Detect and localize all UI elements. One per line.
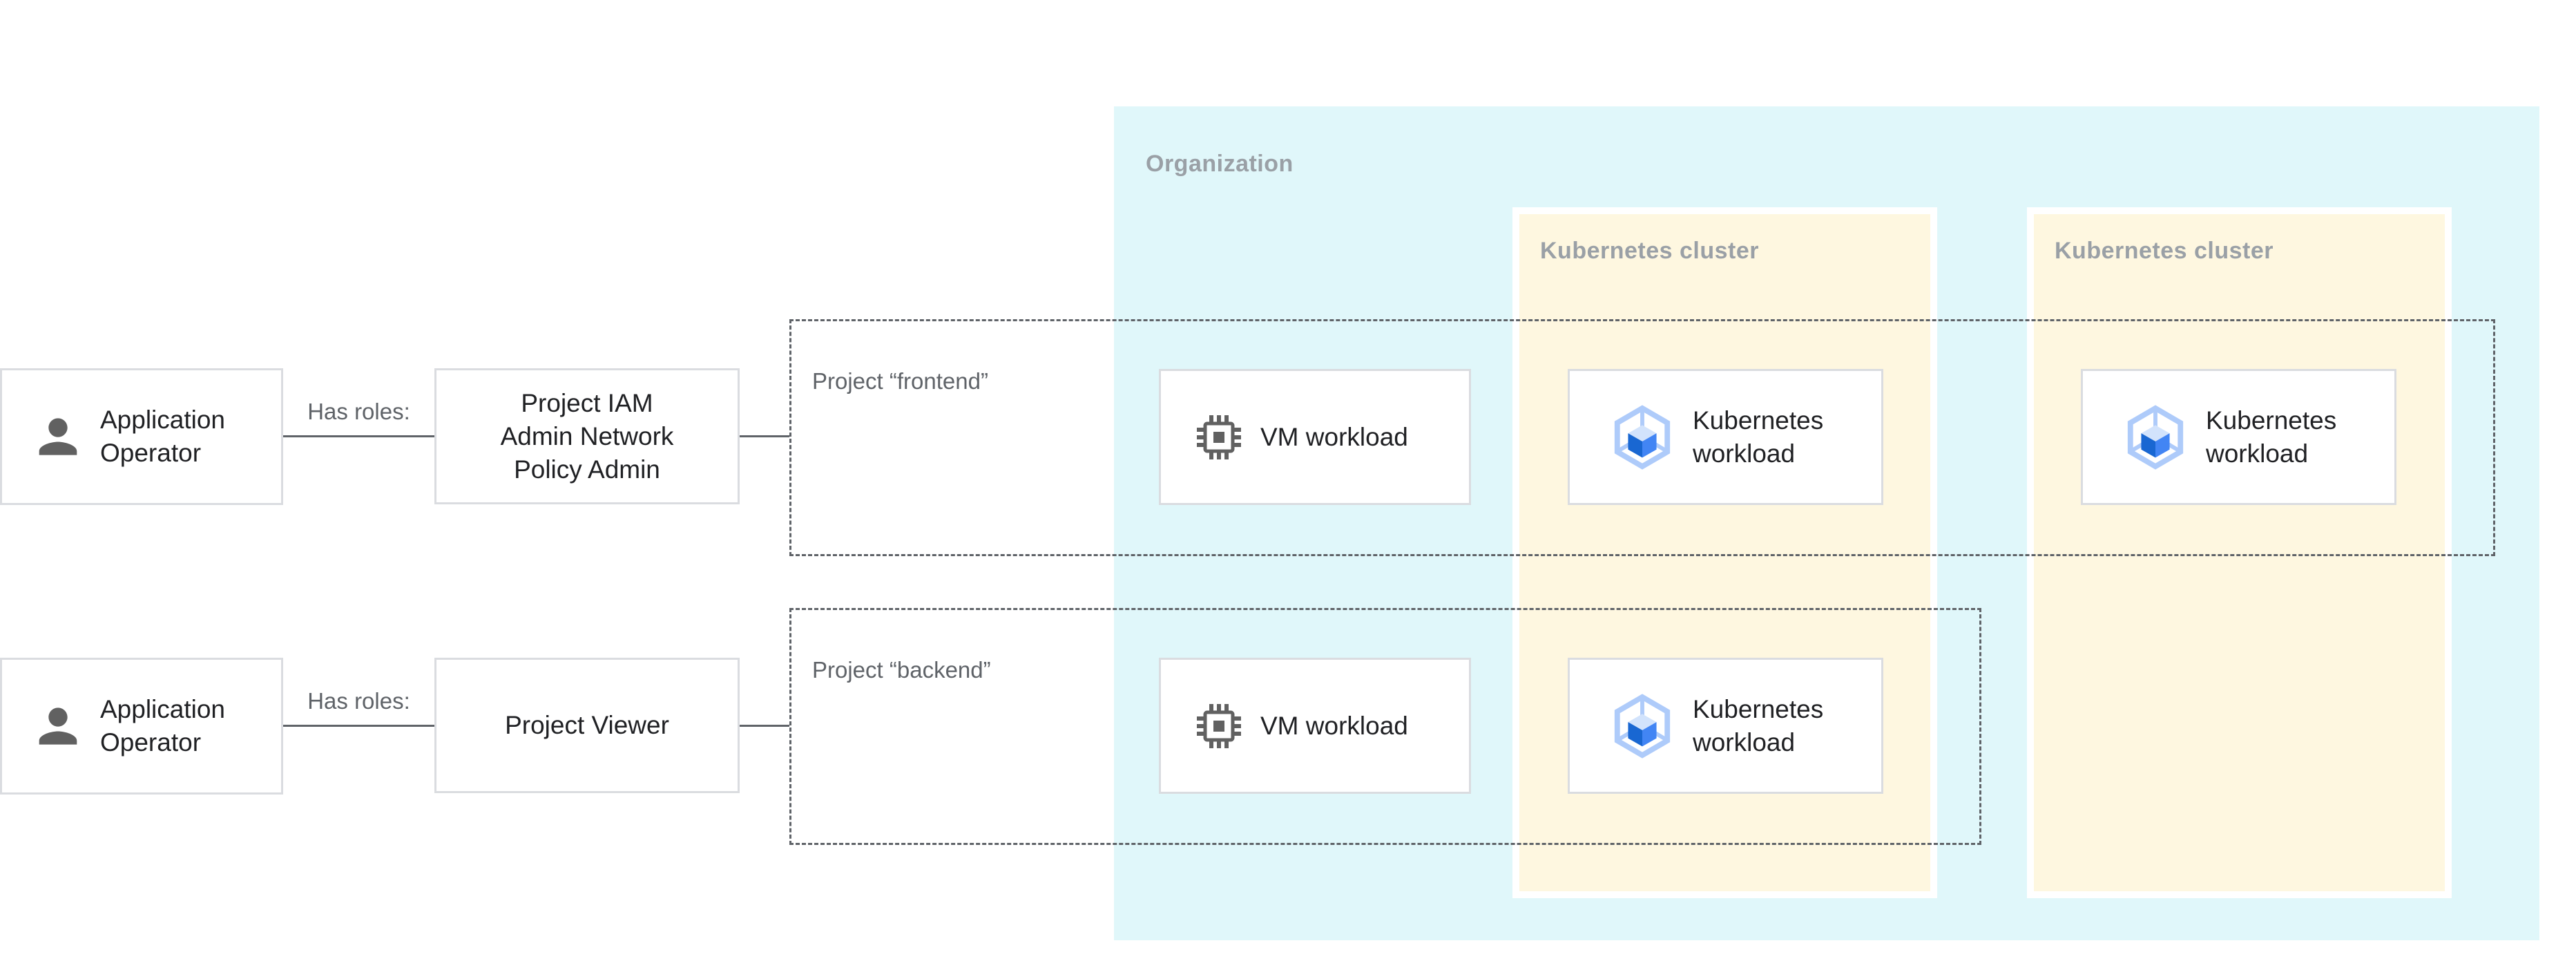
role-label-1: Project IAM Admin Network Policy Admin [501,387,674,486]
vm-workload-label-backend: VM workload [1260,711,1408,740]
application-operator-node-1: Application Operator [0,368,283,505]
vm-chip-icon [1197,703,1241,748]
connector-operator2-to-role2 [283,725,434,727]
vm-workload-node-frontend: VM workload [1159,369,1471,505]
role-node-project-viewer: Project Viewer [434,658,740,793]
has-roles-label-1: Has roles: [307,399,410,424]
person-icon [39,707,77,745]
role-2-line-1: Project Viewer [505,711,669,739]
kubernetes-workload-icon [1614,693,1671,759]
vm-workload-label-frontend: VM workload [1260,422,1408,451]
k8s-workload-label-frontend-cluster1: Kubernetes workload [1693,406,1824,468]
project-backend-label: Project “backend” [812,657,991,683]
role-1-line-2: Admin Network [500,421,674,450]
project-backend-boundary: Project “backend” [789,608,1981,845]
role-node-project-iam-admin: Project IAM Admin Network Policy Admin [434,368,740,504]
kubernetes-cluster-2: Kubernetes cluster [2027,207,2452,898]
k8s-workload-node-frontend-cluster2: Kubernetes workload [2081,369,2396,505]
k8s-workload-node-frontend-cluster1: Kubernetes workload [1568,369,1883,505]
connector-operator1-to-role1 [283,435,434,437]
role-label-2: Project Viewer [505,709,669,742]
k8s-workload-label-frontend-cluster2: Kubernetes workload [2206,406,2337,468]
vm-chip-icon [1197,415,1241,459]
k8s-workload-label-backend-cluster1: Kubernetes workload [1693,694,1824,757]
role-1-line-1: Project IAM [521,388,653,417]
vm-workload-node-backend: VM workload [1159,658,1471,794]
kubernetes-cluster-1-label: Kubernetes cluster [1540,238,1759,264]
has-roles-label-2: Has roles: [307,688,410,714]
connector-role2-to-project-backend [740,725,789,727]
application-operator-label-1: Application Operator [100,406,226,467]
application-operator-label-2: Application Operator [100,695,226,757]
project-frontend-boundary: Project “frontend” [789,319,2495,556]
connector-role1-to-project-frontend [740,435,789,437]
application-operator-node-2: Application Operator [0,658,283,795]
kubernetes-cluster-2-fill: Kubernetes cluster [2034,214,2445,891]
person-icon [39,418,77,455]
project-frontend-label: Project “frontend” [812,368,988,394]
kubernetes-cluster-2-label: Kubernetes cluster [2055,238,2274,264]
organization-label: Organization [1146,151,1294,177]
kubernetes-workload-icon [1614,404,1671,470]
k8s-workload-node-backend-cluster1: Kubernetes workload [1568,658,1883,794]
role-1-line-3: Policy Admin [514,455,660,484]
kubernetes-workload-icon [2127,404,2184,470]
